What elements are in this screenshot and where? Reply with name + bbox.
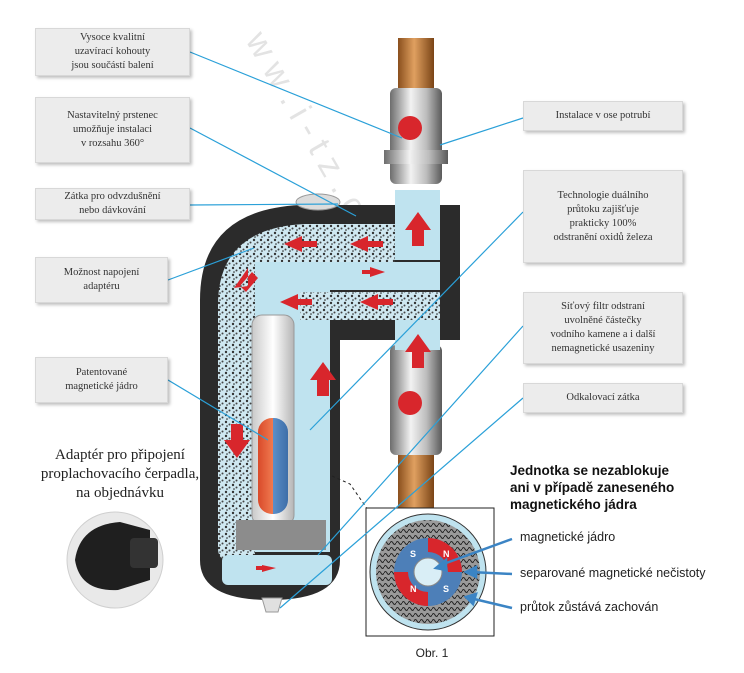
callout-vent-plug: Zátka pro odvzdušnění nebo dávkování — [35, 188, 190, 220]
callout-ring: Nastavitelný prstenec umožňuje instalaci… — [35, 97, 190, 163]
adapter-shape — [75, 522, 150, 591]
callout-adapter-option: Možnost napojení adaptéru — [35, 257, 168, 303]
leader-lines — [167, 51, 524, 609]
leader-dual — [309, 211, 524, 431]
top-valve-handle — [398, 116, 422, 140]
leader-ring — [189, 127, 357, 217]
legend-flow: průtok zůstává zachován — [520, 600, 659, 614]
leader-valves — [189, 51, 403, 139]
adapter-thread — [130, 538, 158, 568]
figure-caption: Obr. 1 — [415, 646, 449, 660]
legend-separated: separované magnetické nečistoty — [520, 566, 706, 580]
core-base — [236, 520, 326, 550]
callout-valves: Vysoce kvalitní uzavírací kohouty jsou s… — [35, 28, 190, 76]
arrow-up-inlet — [405, 334, 431, 368]
arrow-up-chamber — [310, 362, 336, 396]
arrow-diagonal — [234, 268, 258, 292]
unit-title: Jednotka se nezablokuje ani v případě za… — [510, 463, 675, 512]
legend-pointers — [433, 537, 513, 610]
vent-plug — [295, 193, 341, 211]
arrow-left-filter-2 — [280, 294, 312, 310]
leader-core — [167, 379, 269, 441]
arrow-sump — [256, 565, 276, 572]
detail-pointer — [331, 475, 369, 511]
magnet-segment-1 — [428, 538, 462, 572]
magnet-letter: S — [443, 584, 449, 594]
arrow-left-filter — [360, 294, 393, 310]
leader-axis — [439, 117, 524, 146]
magnet-letter: S — [410, 549, 416, 559]
bottom-valve-handle — [398, 391, 422, 415]
magnet-segment-2 — [394, 572, 428, 606]
leader-plug — [189, 203, 339, 206]
callout-drain-plug: Odkalovací zátka — [523, 383, 683, 413]
magnet-letter: N — [443, 549, 450, 559]
callout-magnetic-core: Patentované magnetické jádro — [35, 357, 168, 403]
core-center — [413, 557, 443, 587]
leader-mesh — [317, 325, 524, 556]
legend-core: magnetické jádro — [520, 530, 616, 544]
magnetic-core-shape — [258, 418, 288, 514]
top-valve-ring — [384, 150, 448, 164]
sump — [222, 555, 332, 585]
leader-drain — [279, 397, 524, 609]
flow-arrows — [224, 212, 431, 572]
adapter-title: Adaptér pro připojení proplachovacího če… — [40, 447, 200, 501]
arrow-up-outlet — [405, 212, 431, 246]
arrow-right-chamber — [362, 267, 385, 277]
callout-axis-install: Instalace v ose potrubí — [523, 101, 683, 131]
drain-plug-shape — [261, 597, 283, 613]
arrow-left-mid — [284, 236, 317, 252]
leader-adapter — [167, 247, 255, 281]
magnet-letter: N — [410, 584, 417, 594]
arrow-left-top — [350, 236, 383, 252]
callout-mesh-filter: Síťový filtr odstraní uvolněné částečky … — [523, 292, 683, 364]
arrow-down-channel — [224, 424, 250, 458]
callout-dual-flow: Technologie duálního průtoku zajišťuje p… — [523, 170, 683, 263]
